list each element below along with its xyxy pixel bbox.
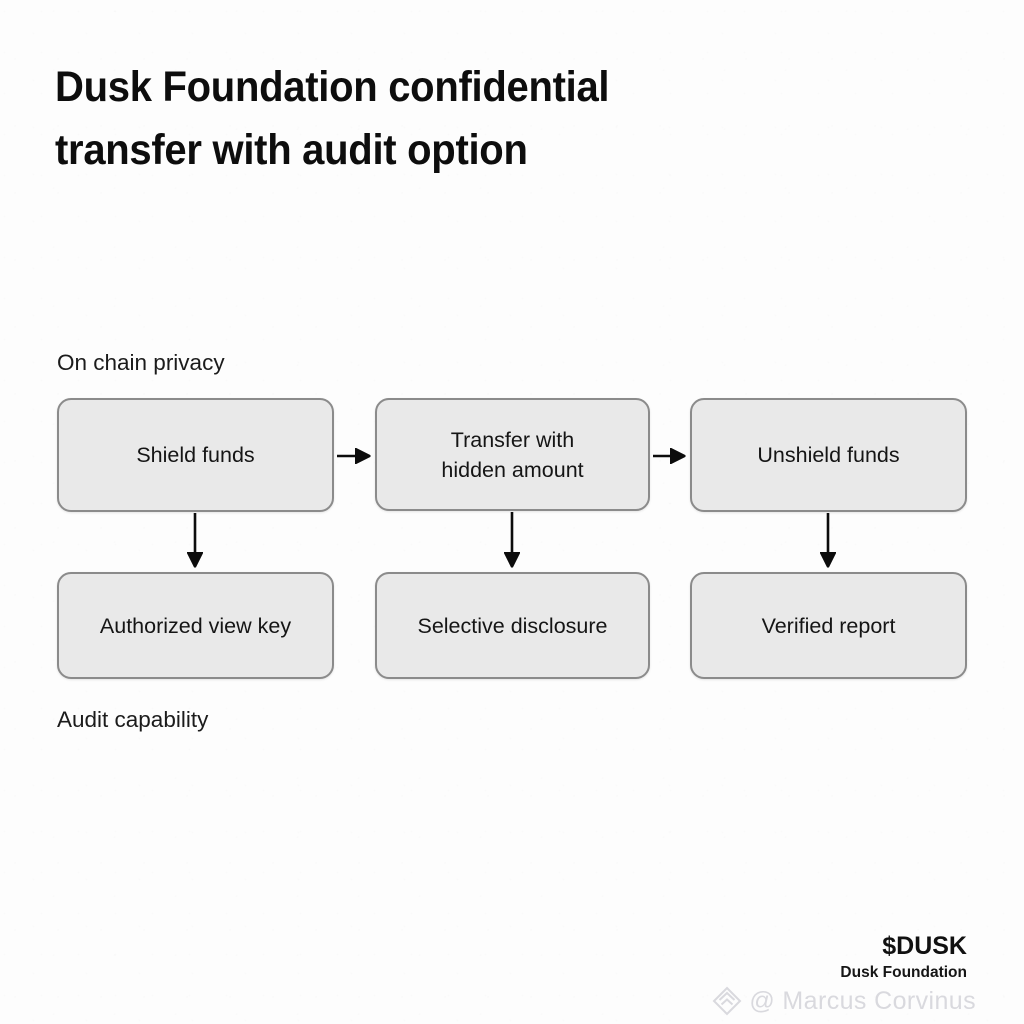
node-transfer-hidden-amount[interactable]: Transfer with hidden amount <box>375 398 650 511</box>
node-shield-funds-label: Shield funds <box>136 443 255 467</box>
watermark: @ Marcus Corvinus <box>712 986 976 1016</box>
node-verified-report[interactable]: Verified report <box>690 572 967 679</box>
node-unshield-funds-label: Unshield funds <box>757 443 900 467</box>
page-title: Dusk Foundation confidential transfer wi… <box>55 56 762 182</box>
node-transfer-label-line-1: Transfer with <box>450 427 575 452</box>
node-selective-disclosure-label: Selective disclosure <box>417 613 608 638</box>
page-title-line-2: transfer with audit option <box>55 126 528 174</box>
node-transfer-label-line-2: hidden amount <box>441 457 584 482</box>
node-transfer-hidden-amount-label: Transfer with hidden amount <box>441 425 583 485</box>
node-selective-disclosure[interactable]: Selective disclosure <box>375 572 650 679</box>
node-authorized-view-key-label: Authorized view key <box>99 613 292 638</box>
watermark-handle: @ Marcus Corvinus <box>749 986 976 1015</box>
node-authorized-view-key[interactable]: Authorized view key <box>57 572 334 679</box>
brand-ticker: $DUSK <box>882 932 967 960</box>
node-unshield-funds[interactable]: Unshield funds <box>690 398 967 512</box>
node-shield-funds[interactable]: Shield funds <box>57 398 334 512</box>
caption-on-chain-privacy: On chain privacy <box>57 350 225 375</box>
node-verified-report-label: Verified report <box>761 613 896 638</box>
caption-audit-capability: Audit capability <box>57 707 209 732</box>
page-title-line-1: Dusk Foundation confidential <box>55 63 610 111</box>
brand-name: Dusk Foundation <box>840 964 967 981</box>
diamond-chevron-logo-icon <box>712 986 742 1016</box>
